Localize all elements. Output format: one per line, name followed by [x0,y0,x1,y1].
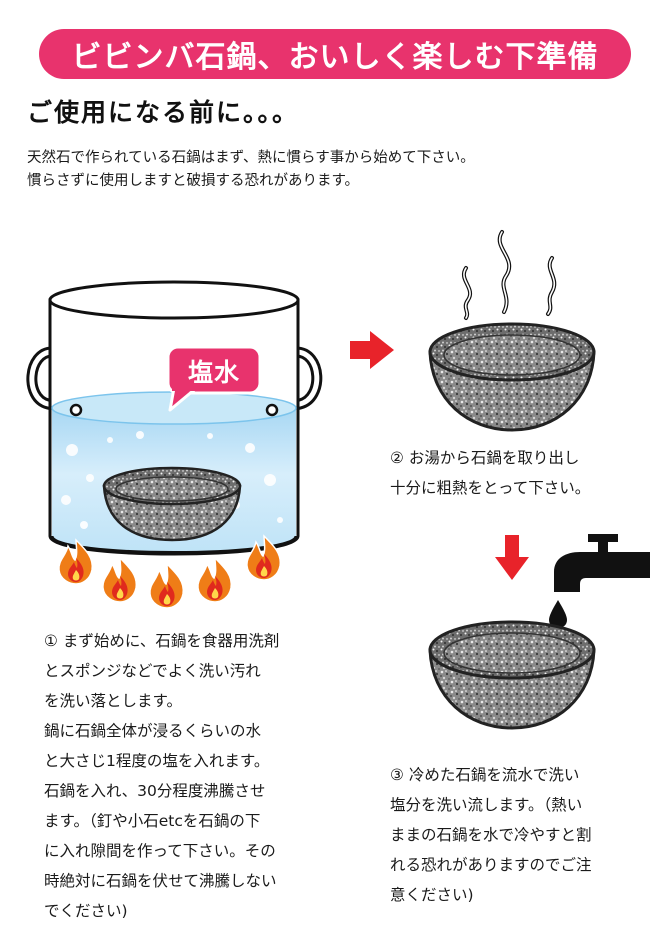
banner-title: ビビンバ石鍋、おいしく楽しむ下準備 [71,40,599,75]
stone-bowl-icon [428,620,596,730]
step-1-line: でください) [44,902,128,920]
step-2-line: ② お湯から石鍋を取り出し [390,449,580,467]
step-1-line: 石鍋を入れ、30分程度沸騰させ [44,782,266,800]
intro-line: 天然石で作られている石鍋はまず、熱に慣らす事から始めて下さい。 [27,150,475,166]
step-3-line: 塩分を洗い流します。（熱い [390,796,583,814]
step-1-line: を洗い落とします。 [44,692,182,710]
arrow-right-icon [350,331,394,369]
faucet-icon [554,534,650,592]
title-banner: ビビンバ石鍋、おいしく楽しむ下準備 [39,29,631,79]
step-1-line: に入れ隙間を作って下さい。その [44,842,276,860]
stone-bowl-icon [428,322,596,432]
step-1-text: ① まず始めに、石鍋を食器用洗剤 とスポンジなどでよく洗い汚れ を洗い落とします… [44,626,279,926]
salt-water-label: 塩水 [187,358,240,387]
step-2-text: ② お湯から石鍋を取り出し 十分に粗熱をとって下さい。 [390,443,590,503]
step-3-line: れる恐れがありますのでご注 [390,856,592,874]
step-1-line: ① まず始めに、石鍋を食器用洗剤 [44,632,280,650]
step-1-line: 鍋に石鍋全体が浸るくらいの水 [44,722,262,740]
step-1-line: とスポンジなどでよく洗い汚れ [44,662,261,680]
section-heading: ご使用になる前に。。。 [27,98,300,127]
step-1-line: と大さじ1程度の塩を入れます。 [44,752,270,770]
intro-text: 天然石で作られている石鍋はまず、熱に慣らす事から始めて下さい。 慣らさずに使用し… [27,147,475,193]
step-3-line: 意ください) [390,886,474,904]
step-3-line: ③ 冷めた石鍋を流水で洗い [390,766,580,784]
steam-icon [462,230,557,320]
step-1-line: ます。（釘や小石etcを石鍋の下 [44,812,261,830]
step-3-line: ままの石鍋を水で冷やすと割 [390,826,592,844]
step-1-line: 時絶対に石鍋を伏せて沸騰しない [44,872,277,890]
intro-line: 慣らさずに使用しますと破損する恐れがあります。 [27,173,360,189]
salt-water-bubble [166,345,262,412]
stone-bowl-icon [102,466,242,542]
step-3-text: ③ 冷めた石鍋を流水で洗い 塩分を洗い流します。（熱い ままの石鍋を水で冷やすと… [390,760,592,910]
arrow-down-icon [495,535,529,580]
water-drop-icon [549,600,567,628]
step-2-line: 十分に粗熱をとって下さい。 [390,479,591,497]
